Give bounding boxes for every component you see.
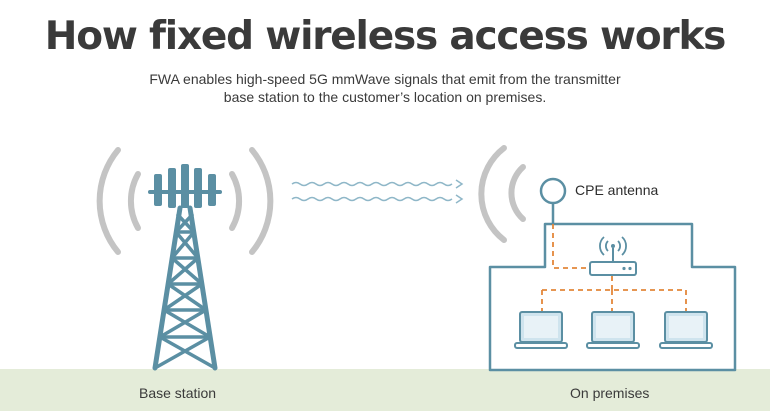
wave-top-arrowhead [455, 179, 464, 189]
cpe-signal-arcs [478, 145, 526, 243]
antenna-panels [154, 164, 216, 208]
page-subtitle: FWA enables high-speed 5G mmWave signals… [0, 70, 770, 106]
signal-waves [291, 179, 464, 204]
dashed-connections [541, 224, 687, 312]
wave-bottom [291, 196, 453, 202]
cell-tower-icon [148, 164, 222, 371]
subtitle-line-1: FWA enables high-speed 5G mmWave signals… [149, 71, 621, 87]
signal-arc-right-outer [249, 147, 274, 255]
cpe-antenna-icon [539, 177, 567, 224]
wave-top [291, 181, 453, 187]
laptop-icon-left [514, 311, 568, 349]
ground-strip [0, 369, 770, 411]
cpe-antenna-label: CPE antenna [575, 182, 659, 198]
signal-arc-left-inner [127, 171, 141, 231]
wave-bottom-arrowhead [455, 194, 464, 204]
base-station-label: Base station [139, 385, 217, 401]
premises-house [488, 222, 737, 372]
signal-arc-right-inner [229, 171, 243, 231]
tower-rungs [158, 230, 212, 339]
base-station-signal-arcs [96, 147, 274, 255]
laptop-icon-right [659, 311, 713, 349]
tower-braces [153, 213, 217, 370]
on-premises-label: On premises [570, 385, 650, 401]
signal-arc-left-outer [96, 147, 121, 255]
laptop-icon-center [586, 311, 640, 349]
link-antenna-router [552, 224, 590, 269]
wifi-router-icon [589, 236, 637, 276]
cpe-arc-inner [508, 164, 526, 222]
cpe-arc-outer [478, 145, 507, 243]
subtitle-line-2: base station to the customer’s location … [223, 89, 547, 105]
page-title: How fixed wireless access works [44, 14, 727, 59]
